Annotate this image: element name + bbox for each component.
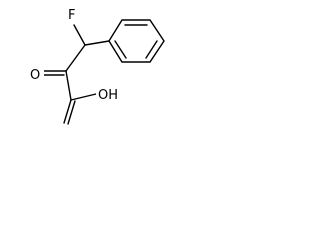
bond-c2-c1 — [65, 70, 72, 101]
bond-c3-f — [73, 24, 86, 46]
benzene-ring — [108, 19, 165, 63]
label-mask-oh — [96, 86, 122, 102]
bond-c1-o-b — [67, 100, 76, 125]
ring-double-bond-2 — [145, 40, 158, 59]
structure-canvas: F O OH — [0, 0, 191, 155]
bond-c3-ring — [84, 40, 110, 46]
bond-c1-oh — [70, 93, 97, 101]
hydroxyl-label: OH — [98, 88, 118, 103]
fluorine-label: F — [68, 8, 75, 23]
label-mask-f — [66, 6, 80, 22]
bond-c3-c2 — [65, 44, 86, 72]
carbonyl-oxygen-label: O — [30, 68, 40, 83]
ring-double-bond-3 — [114, 40, 127, 59]
bond-c1-o-a — [63, 99, 72, 124]
chemical-structure: F O OH — [28, 6, 165, 125]
label-mask-o — [28, 64, 44, 82]
